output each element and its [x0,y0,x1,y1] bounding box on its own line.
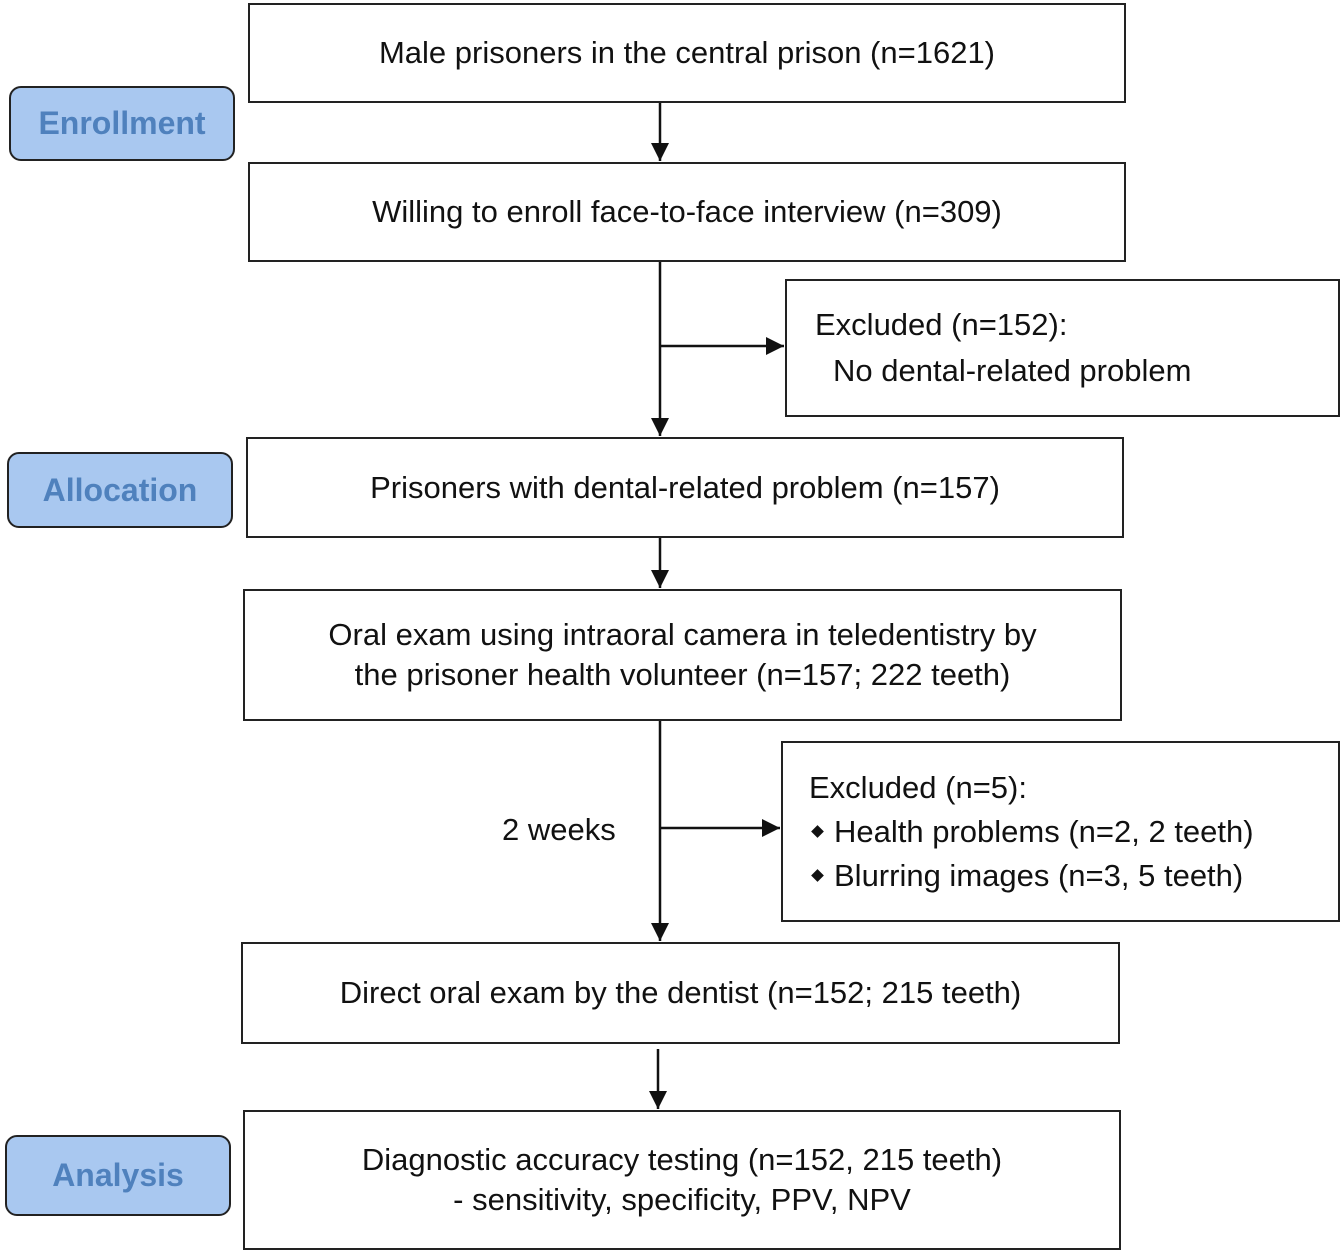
stage-allocation-label: Allocation [42,471,198,508]
stage-allocation: Allocation [7,452,233,528]
box-male-prisoners-text: Male prisoners in the central prison (n=… [378,35,996,70]
oral-exam-line-1: Oral exam using intraoral camera in tele… [328,617,1037,652]
accuracy-line-1: Diagnostic accuracy testing (n=152, 215 … [361,1142,1003,1177]
box-excluded-no-dental-problem: Excluded (n=152): No dental-related prob… [785,279,1340,417]
excluded-2-item-blurring: Blurring images (n=3, 5 teeth) [809,856,1243,896]
box-willing-to-enroll: Willing to enroll face-to-face interview… [248,162,1126,262]
oral-exam-line-2: the prisoner health volunteer (n=157; 22… [354,657,1011,692]
accuracy-line-2: - sensitivity, specificity, PPV, NPV [453,1182,911,1217]
excluded-2-item-blurring-text: Blurring images (n=3, 5 teeth) [834,857,1244,893]
stage-enrollment-label: Enrollment [38,105,206,141]
box-direct-oral-exam: Direct oral exam by the dentist (n=152; … [241,942,1120,1044]
box-diagnostic-accuracy: Diagnostic accuracy testing (n=152, 215 … [243,1110,1121,1250]
box-direct-oral-exam-text: Direct oral exam by the dentist (n=152; … [339,975,1022,1010]
interval-label: 2 weeks [502,812,616,847]
excluded-2-title: Excluded (n=5): [809,769,1027,805]
box-male-prisoners: Male prisoners in the central prison (n=… [248,3,1126,103]
box-dental-related-problem-text: Prisoners with dental-related problem (n… [370,469,1000,505]
box-oral-exam-intraoral-camera: Oral exam using intraoral camera in tele… [243,589,1122,721]
excluded-2-item-health: Health problems (n=2, 2 teeth) [809,812,1254,852]
excluded-1-title: Excluded (n=152): [815,307,1068,342]
stage-analysis-label: Analysis [52,1157,184,1193]
box-willing-to-enroll-text: Willing to enroll face-to-face interview… [372,194,1002,229]
excluded-1-reason: No dental-related problem [833,353,1192,388]
box-excluded-health-blurring: Excluded (n=5): Health problems (n=2, 2 … [781,741,1340,922]
excluded-2-item-health-text: Health problems (n=2, 2 teeth) [834,813,1254,849]
box-dental-related-problem: Prisoners with dental-related problem (n… [246,437,1124,538]
stage-enrollment: Enrollment [9,86,235,161]
stage-analysis: Analysis [5,1135,231,1216]
